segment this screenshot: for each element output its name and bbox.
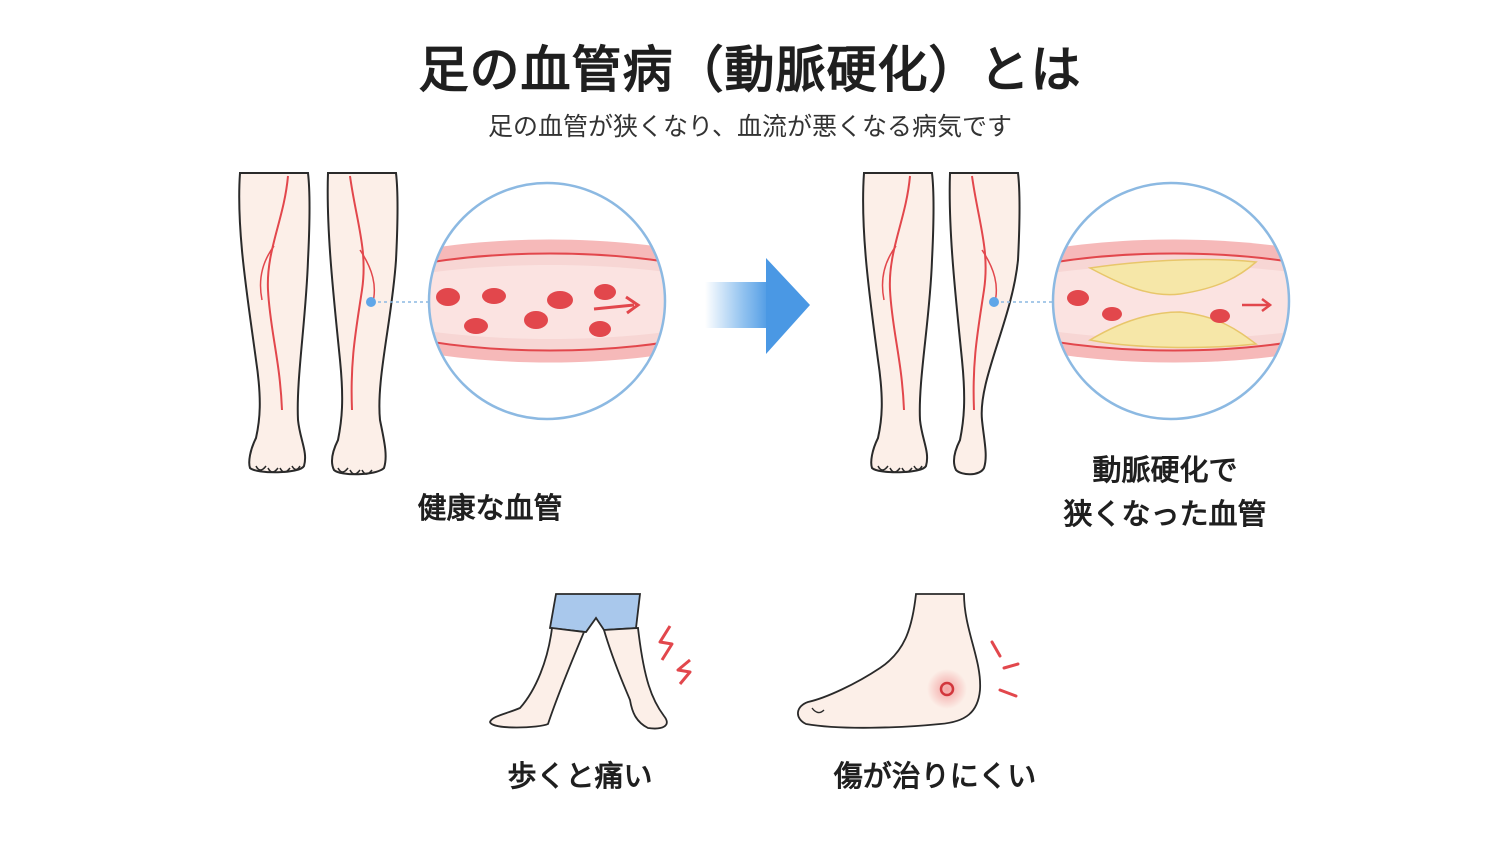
healthy-legs-illustration	[238, 172, 430, 476]
page-title: 足の血管病（動脈硬化）とは	[418, 41, 1082, 99]
page-subtitle: 足の血管が狭くなり、血流が悪くなる病気です	[487, 112, 1012, 141]
progression-arrow-icon	[705, 258, 810, 354]
foot-wound-icon	[797, 593, 1020, 729]
narrowed-legs-illustration	[862, 172, 1054, 476]
narrowed-vessel-label-line2: 狭くなった血管	[1063, 497, 1267, 531]
healthy-vessel-label: 健康な血管	[417, 491, 563, 525]
symptom-slow-healing-label: 傷が治りにくい	[833, 759, 1037, 793]
narrowed-vessel-magnifier	[1051, 181, 1291, 421]
narrowed-vessel-label-line1: 動脈硬化で	[1092, 453, 1238, 487]
healthy-vessel-magnifier	[427, 181, 667, 421]
narrowed-vessel-label: 動脈硬化で 狭くなった血管	[1030, 448, 1300, 536]
symptom-walking-pain-label: 歩くと痛い	[507, 759, 653, 793]
walking-legs-pain-icon	[489, 593, 692, 730]
